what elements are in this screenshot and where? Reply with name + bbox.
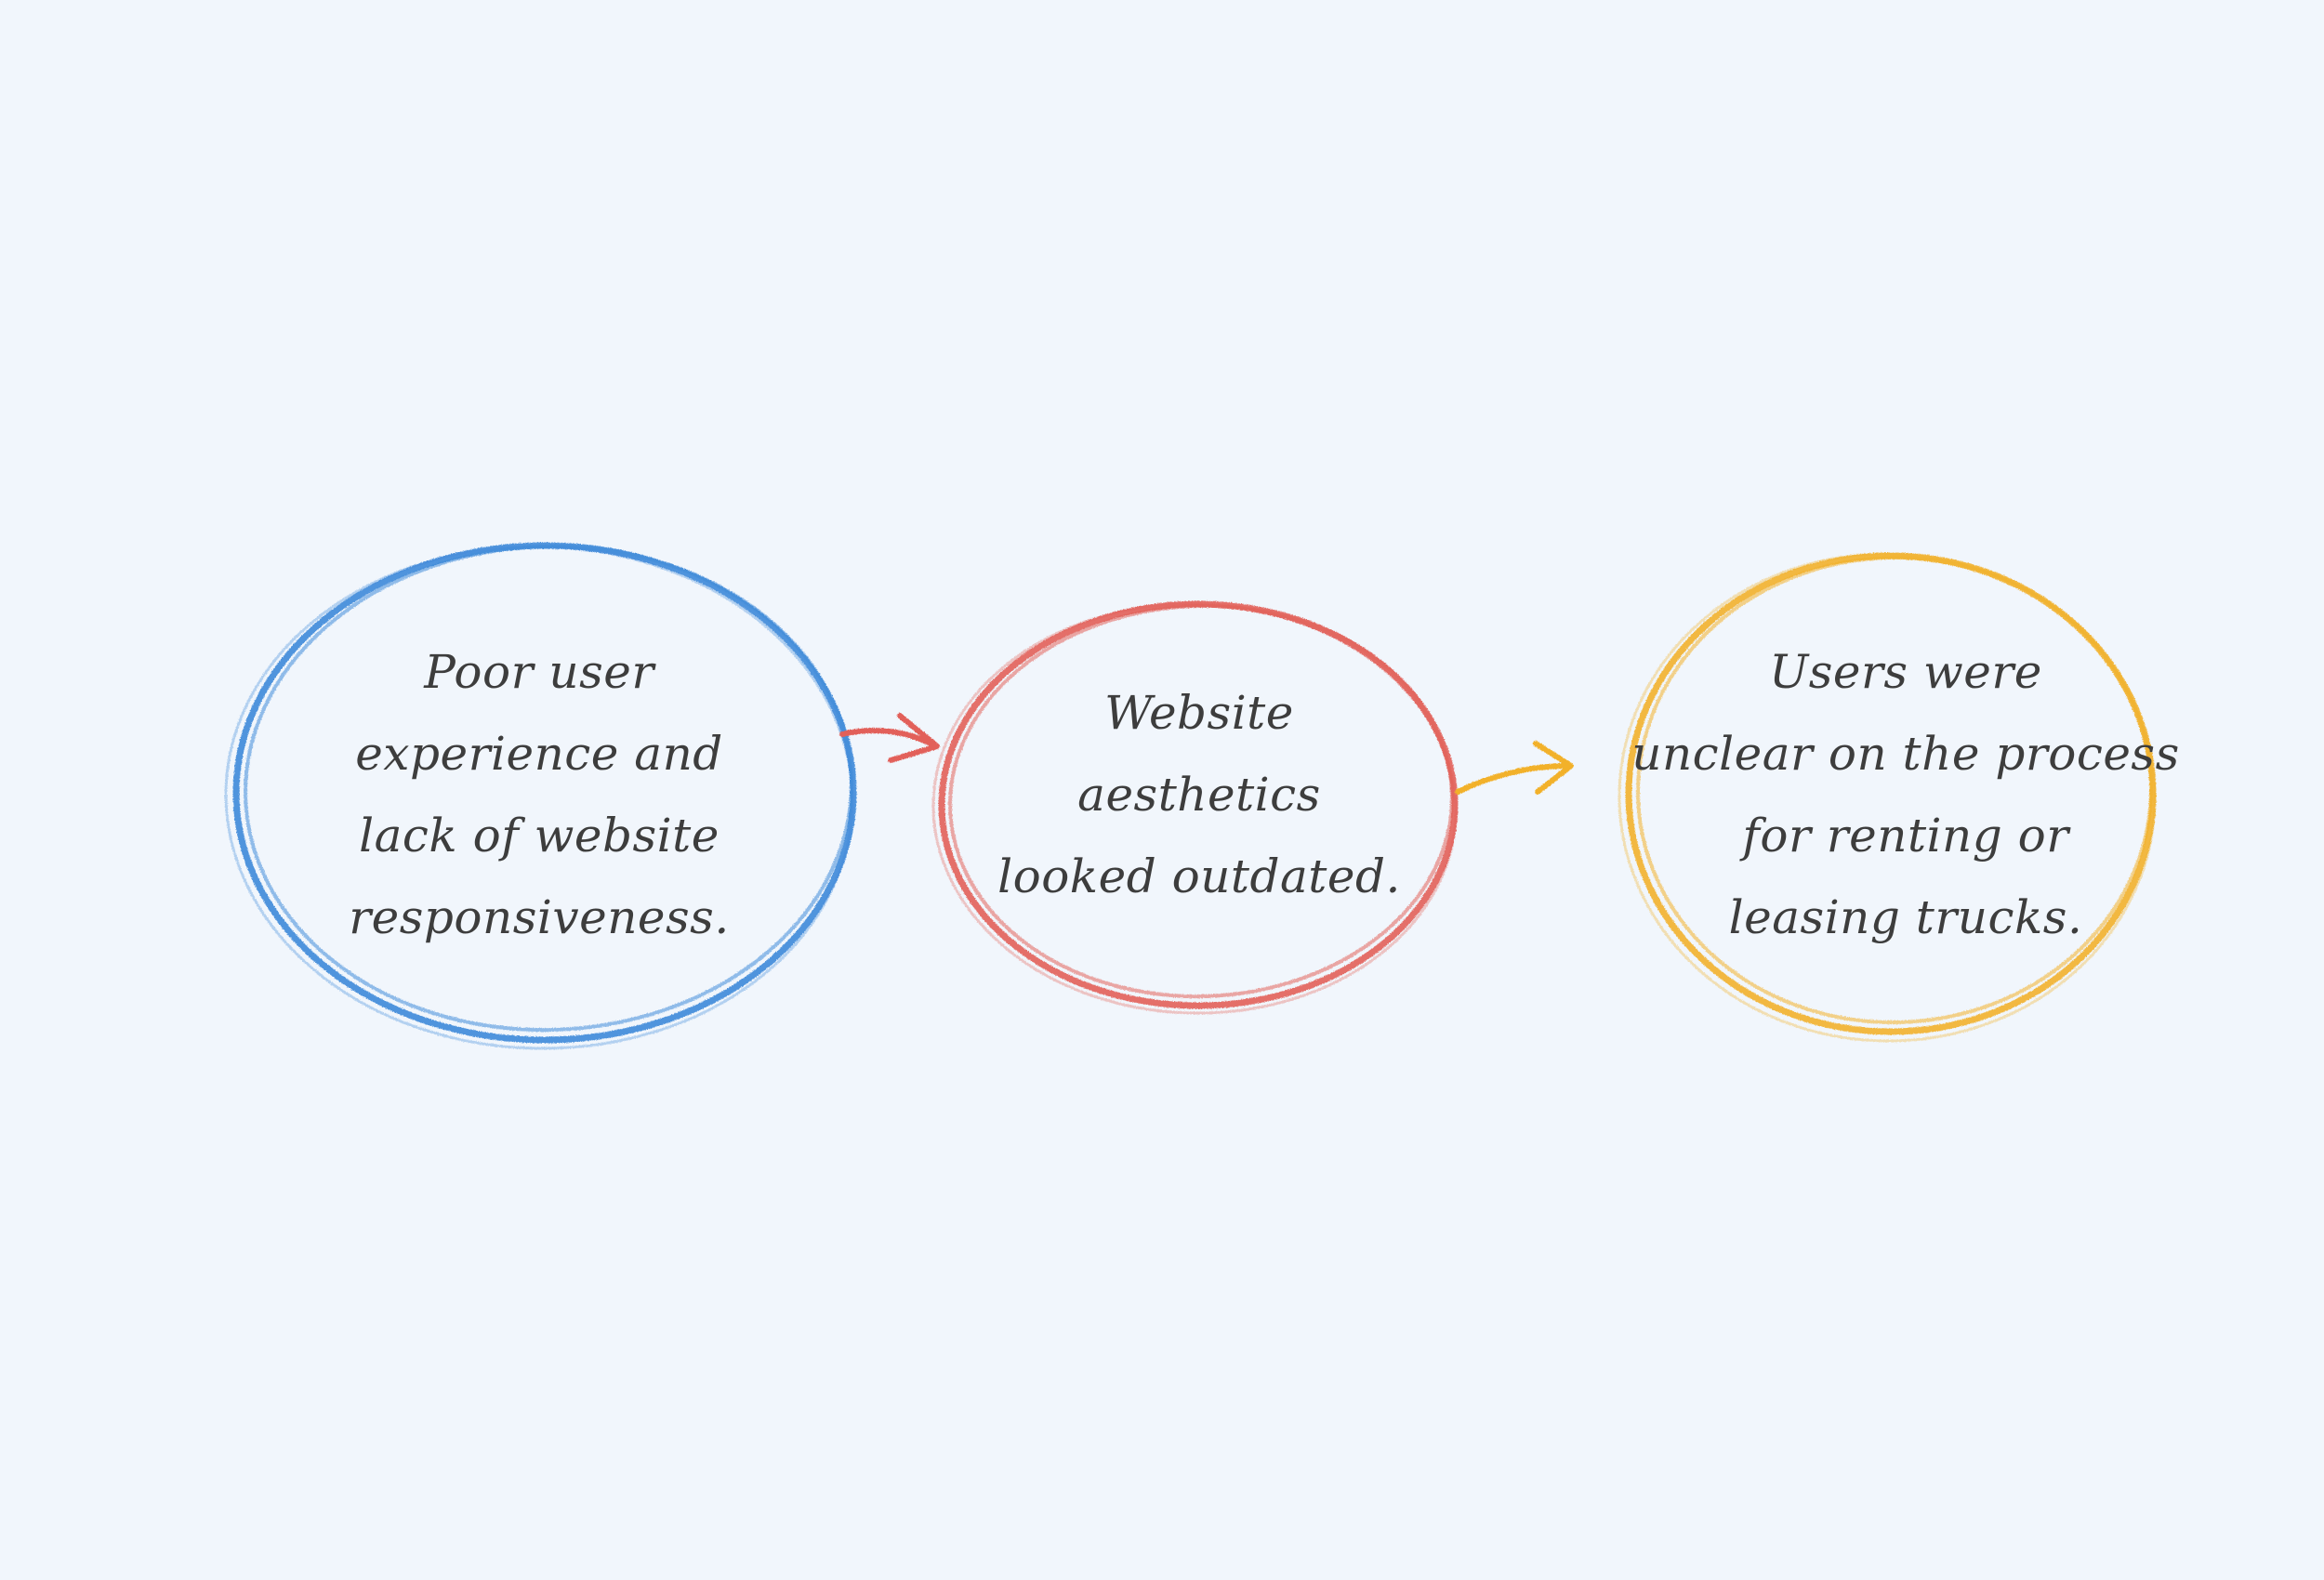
node-3-line-2: unclear on the process: [1631, 727, 2180, 781]
node-3-oval: [1618, 552, 2157, 1043]
node-1-line-4: responsiveness.: [349, 890, 730, 944]
node-2-oval: [931, 600, 1459, 1015]
node-1-line-1: Poor user: [424, 645, 654, 699]
node-1-label: Poor user experience and lack of website…: [279, 623, 799, 967]
node-2-label: Website aesthetics looked outdated.: [967, 674, 1432, 915]
arrow-2-to-3: [1455, 741, 1574, 795]
node-3-line-3: for renting or: [1742, 809, 2069, 862]
node-2-line-1: Website: [1104, 686, 1294, 740]
node-1-line-2: experience and: [355, 727, 723, 781]
node-2-line-3: looked outdated.: [997, 849, 1401, 903]
node-3-line-4: leasing trucks.: [1728, 890, 2083, 944]
node-2-line-2: aesthetics: [1077, 768, 1321, 822]
node-3-line-1: Users were: [1769, 645, 2042, 699]
node-1-oval: [224, 542, 857, 1050]
node-3-label: Users were unclear on the process for re…: [1618, 623, 2194, 967]
arrow-1-to-2: [839, 713, 940, 763]
node-1-line-3: lack of website: [359, 809, 720, 862]
